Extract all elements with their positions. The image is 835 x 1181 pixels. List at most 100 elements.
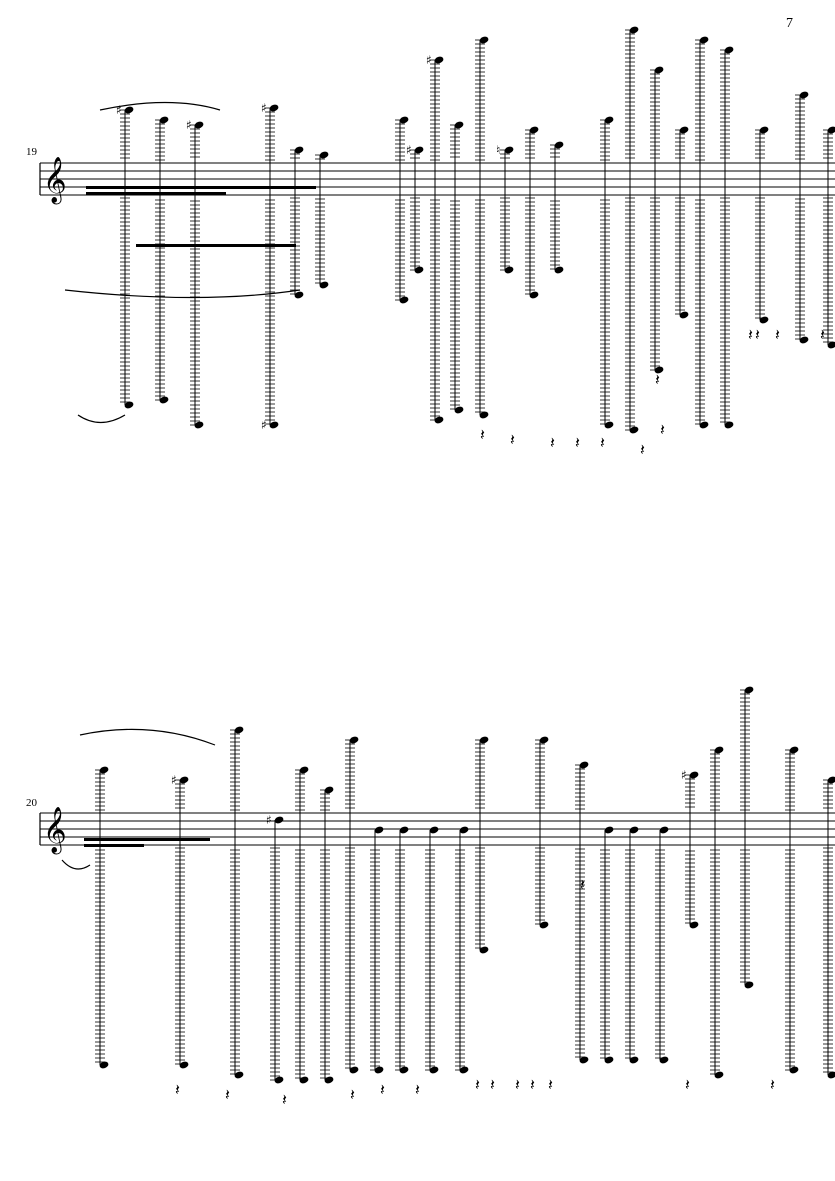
rest-icon: 𝄽 <box>600 433 605 452</box>
notehead <box>459 826 469 834</box>
sharp-icon: ♯ <box>681 768 687 782</box>
notehead <box>539 921 549 929</box>
notehead <box>789 746 799 754</box>
rest-icon: 𝄽 <box>225 1085 230 1104</box>
notehead <box>479 36 489 44</box>
rest-icon: 𝄽 <box>655 370 660 389</box>
notehead <box>294 146 304 154</box>
notehead <box>274 1076 284 1084</box>
system-20: 𝄞♯♯♯𝄽𝄽𝄽𝄽𝄽𝄽𝄽𝄽𝄽𝄽𝄽𝄽𝄽𝄽 <box>39 686 835 1109</box>
rest-icon: 𝄽 <box>775 325 780 344</box>
notehead <box>349 1066 359 1074</box>
notehead <box>269 104 279 112</box>
notehead <box>434 56 444 64</box>
rest-icon: 𝄽 <box>685 1075 690 1094</box>
rest-icon: 𝄽 <box>380 1080 385 1099</box>
rest-icon: 𝄽 <box>580 875 585 894</box>
notehead <box>689 771 699 779</box>
notehead <box>194 421 204 429</box>
notehead <box>579 761 589 769</box>
notehead <box>654 366 664 374</box>
sharp-icon: ♯ <box>171 773 177 787</box>
notehead <box>679 311 689 319</box>
notehead <box>99 1061 109 1069</box>
notehead <box>724 421 734 429</box>
notehead <box>659 1056 669 1064</box>
page-number: 7 <box>786 16 793 31</box>
notehead <box>604 116 614 124</box>
rest-icon: 𝄽 <box>820 325 825 344</box>
notehead <box>654 66 664 74</box>
system-19: 𝄞♯♯♯♯♯♯♮𝄽𝄽𝄽𝄽𝄽𝄽𝄽𝄽𝄽𝄽𝄽𝄽 <box>39 26 835 459</box>
notehead <box>799 336 809 344</box>
slur <box>64 289 301 299</box>
rest-icon: 𝄽 <box>575 433 580 452</box>
notehead <box>759 126 769 134</box>
sharp-icon: ♯ <box>261 418 267 432</box>
notehead <box>629 1056 639 1064</box>
notehead <box>349 736 359 744</box>
notehead <box>324 1076 334 1084</box>
natural-icon: ♮ <box>496 143 500 157</box>
rest-icon: 𝄽 <box>548 1075 553 1094</box>
notehead <box>679 126 689 134</box>
notehead <box>604 421 614 429</box>
notehead <box>659 826 669 834</box>
notehead <box>434 416 444 424</box>
notehead <box>159 396 169 404</box>
rest-icon: 𝄽 <box>175 1080 180 1099</box>
rest-icon: 𝄽 <box>475 1075 480 1094</box>
notehead <box>714 746 724 754</box>
notehead <box>399 116 409 124</box>
treble-clef-icon: 𝄞 <box>43 157 67 205</box>
sharp-icon: ♯ <box>116 103 122 117</box>
notehead <box>374 1066 384 1074</box>
rest-icon: 𝄽 <box>490 1075 495 1094</box>
notehead <box>479 946 489 954</box>
sharp-icon: ♯ <box>406 143 412 157</box>
notehead <box>554 266 564 274</box>
measure-number-19: 19 <box>26 146 37 158</box>
beam <box>136 244 296 247</box>
notehead <box>744 981 754 989</box>
beam <box>86 186 316 189</box>
notehead <box>234 726 244 734</box>
rest-icon: 𝄽 <box>550 433 555 452</box>
notehead <box>414 146 424 154</box>
rest-icon: 𝄽 <box>640 440 645 459</box>
notehead <box>529 291 539 299</box>
sharp-icon: ♯ <box>261 101 267 115</box>
notehead <box>604 1056 614 1064</box>
notehead <box>699 36 709 44</box>
rest-icon: 𝄽 <box>282 1090 287 1109</box>
notehead <box>554 141 564 149</box>
notehead <box>689 921 699 929</box>
notehead <box>399 826 409 834</box>
notehead <box>179 1061 189 1069</box>
notehead <box>179 776 189 784</box>
treble-clef-icon: 𝄞 <box>43 807 67 855</box>
measure-number-20: 20 <box>26 797 37 809</box>
notehead <box>459 1066 469 1074</box>
notehead <box>294 291 304 299</box>
notehead <box>374 826 384 834</box>
notehead <box>539 736 549 744</box>
rest-icon: 𝄽 <box>515 1075 520 1094</box>
beam <box>84 838 210 841</box>
rest-icon: 𝄽 <box>530 1075 535 1094</box>
rest-icon: 𝄽 <box>415 1080 420 1099</box>
rest-icon: 𝄽 <box>350 1085 355 1104</box>
beam <box>86 192 226 195</box>
notehead <box>414 266 424 274</box>
notehead <box>124 401 134 409</box>
notehead <box>99 766 109 774</box>
notehead <box>629 26 639 34</box>
notehead <box>714 1071 724 1079</box>
slur <box>79 728 216 746</box>
notehead <box>799 91 809 99</box>
beam <box>84 844 144 847</box>
notehead <box>269 421 279 429</box>
notehead <box>159 116 169 124</box>
rest-icon: 𝄽 <box>660 420 665 439</box>
